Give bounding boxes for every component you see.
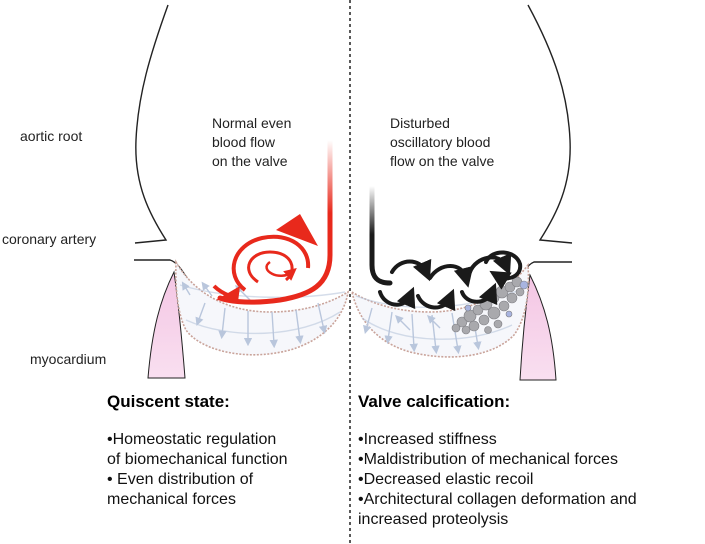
calcification-deposits — [451, 276, 529, 335]
quiescent-state-title: Quiscent state: — [107, 392, 230, 411]
list-item: •Architectural collagen deformation and — [358, 491, 637, 508]
disturbed-blood-flow — [369, 183, 523, 312]
list-item: of biomechanical function — [107, 451, 288, 468]
list-item: •Increased stiffness — [358, 431, 497, 448]
leaflet-left — [175, 259, 350, 356]
calcification-bullets: •Increased stiffness •Maldistribution of… — [358, 430, 637, 530]
label-myocardium: myocardium — [30, 351, 107, 367]
disturbed-flow-line-3: flow on the valve — [390, 153, 495, 169]
label-aortic-root: aortic root — [20, 128, 83, 144]
aortic-root-outline — [134, 4, 573, 244]
disturbed-flow-line-1: Disturbed — [390, 115, 450, 131]
list-item: • Even distribution of — [107, 471, 254, 488]
normal-flow-line-1: Normal even — [212, 115, 292, 131]
red-arrowhead-large — [276, 214, 318, 246]
list-item: increased proteolysis — [358, 511, 509, 528]
list-item: •Decreased elastic recoil — [358, 471, 534, 488]
label-coronary-artery: coronary artery — [2, 231, 97, 247]
normal-flow-caption: Normal even blood flow on the valve — [212, 114, 291, 171]
quiescent-bullets: •Homeostatic regulation of biomechanical… — [107, 430, 288, 510]
disturbed-flow-line-2: oscillatory blood — [390, 134, 491, 150]
list-item: •Maldistribution of mechanical forces — [358, 451, 618, 468]
normal-flow-line-3: on the valve — [212, 153, 288, 169]
list-item: mechanical forces — [107, 491, 236, 508]
red-arrowhead-small — [216, 286, 240, 302]
valve-calcification-title: Valve calcification: — [358, 392, 511, 411]
disturbed-flow-caption: Disturbed oscillatory blood flow on the … — [390, 114, 494, 171]
force-arrows-left — [179, 281, 346, 349]
normal-flow-line-2: blood flow — [212, 134, 276, 150]
list-item: •Homeostatic regulation — [107, 431, 277, 448]
